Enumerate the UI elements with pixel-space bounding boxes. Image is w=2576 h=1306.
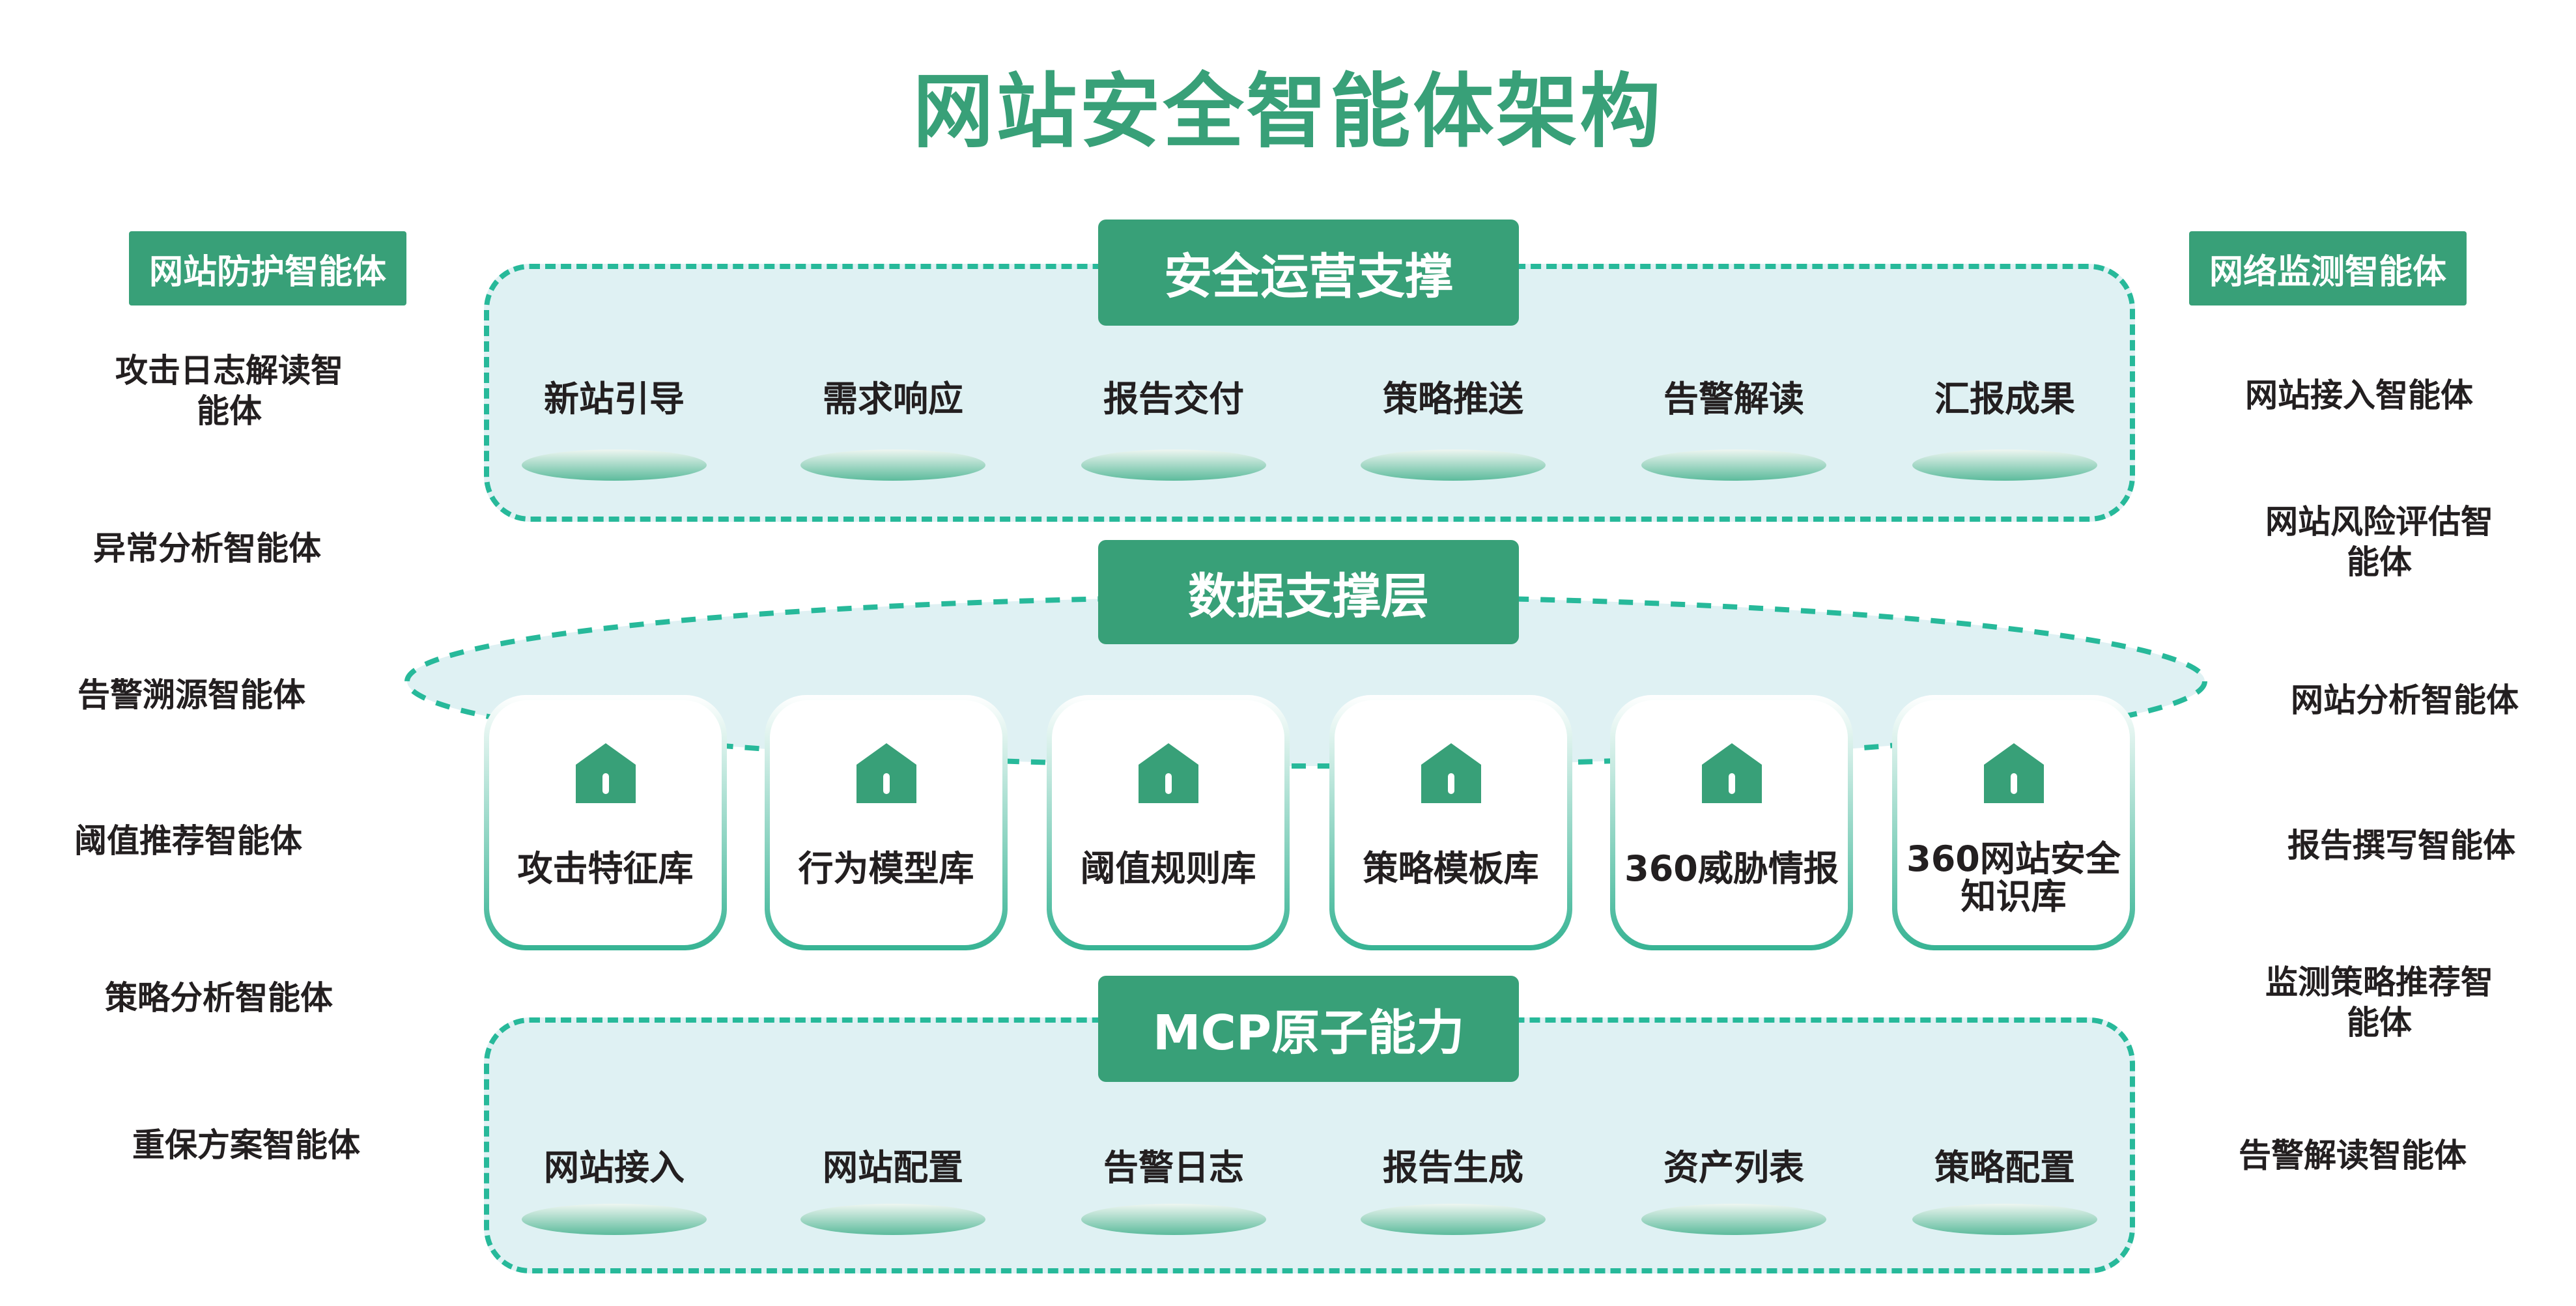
right-item-alert: 告警解读智能体 <box>2239 1137 2467 1174</box>
card-label: 攻击特征库 <box>517 848 694 889</box>
right-header: 网络监测智能体 <box>2189 231 2467 305</box>
mcp-item: 策略配置 <box>1934 1147 2075 1188</box>
left-item-threshold: 阈值推荐智能体 <box>74 822 302 860</box>
data-card-strategy-templates: 策略模板库 <box>1329 695 1572 950</box>
ops-item: 汇报成果 <box>1934 378 2075 419</box>
pedestal <box>800 1204 985 1235</box>
data-card-knowledge-base: 360网站安全知识库 <box>1892 695 2135 950</box>
left-item-trace: 告警溯源智能体 <box>78 676 305 714</box>
ops-item: 新站引导 <box>544 378 685 419</box>
right-item-analysis: 网站分析智能体 <box>2291 681 2519 719</box>
pedestal <box>522 449 707 481</box>
pedestal <box>522 1204 707 1235</box>
line: 知识库 <box>1960 876 2067 917</box>
mcp-item: 报告生成 <box>1383 1147 1523 1188</box>
card-label: 360威胁情报 <box>1624 848 1839 889</box>
mcp-item: 网站接入 <box>544 1147 685 1188</box>
mcp-item: 网站配置 <box>823 1147 963 1188</box>
ops-item: 需求响应 <box>823 378 963 419</box>
card-label: 策略模板库 <box>1363 848 1539 889</box>
line: 能体 <box>197 392 262 430</box>
house-icon <box>1421 743 1481 803</box>
right-item-risk: 网站风险评估智能体 <box>2265 502 2493 582</box>
right-item-onboard: 网站接入智能体 <box>2245 376 2473 414</box>
left-item-anomaly: 异常分析智能体 <box>93 530 321 567</box>
pedestal <box>1361 449 1546 481</box>
house-icon <box>1701 743 1762 803</box>
right-item-report: 报告撰写智能体 <box>2287 827 2515 864</box>
ops-item: 策略推送 <box>1383 378 1523 419</box>
left-item-attack-log: 攻击日志解读智能体 <box>115 350 343 431</box>
ops-item: 报告交付 <box>1103 378 1244 419</box>
data-card-threat-intel: 360威胁情报 <box>1610 695 1853 950</box>
card-label: 行为模型库 <box>798 848 974 889</box>
ops-label: 安全运营支撑 <box>1098 220 1519 326</box>
mcp-item: 资产列表 <box>1663 1147 1804 1188</box>
line: 能体 <box>2347 543 2412 581</box>
line: 攻击日志解读智 <box>115 352 343 390</box>
line: 网站风险评估智 <box>2265 503 2493 541</box>
pedestal <box>800 449 985 481</box>
pedestal <box>1081 449 1266 481</box>
house-icon <box>856 743 916 803</box>
ops-item: 告警解读 <box>1663 378 1804 419</box>
card-label: 360网站安全知识库 <box>1897 840 2130 916</box>
pedestal <box>1641 449 1826 481</box>
mcp-label: MCP原子能力 <box>1098 976 1519 1082</box>
pedestal <box>1912 1204 2097 1235</box>
house-icon <box>1138 743 1198 803</box>
pedestal <box>1641 1204 1826 1235</box>
card-label: 阈值规则库 <box>1080 848 1256 889</box>
house-icon <box>575 743 636 803</box>
mcp-item: 告警日志 <box>1103 1147 1244 1188</box>
data-card-behavior-models: 行为模型库 <box>765 695 1008 950</box>
pedestal <box>1361 1204 1546 1235</box>
page-title: 网站安全智能体架构 <box>913 65 1663 159</box>
pedestal <box>1912 449 2097 481</box>
right-item-monitor-strategy: 监测策略推荐智能体 <box>2265 962 2493 1043</box>
data-card-attack-signatures: 攻击特征库 <box>484 695 727 950</box>
pedestal <box>1081 1204 1266 1235</box>
house-icon <box>1983 743 2044 803</box>
line: 能体 <box>2347 1004 2412 1042</box>
line: 360网站安全 <box>1906 838 2121 879</box>
left-item-protection-plan: 重保方案智能体 <box>132 1126 360 1164</box>
left-header: 网站防护智能体 <box>129 231 406 305</box>
left-item-strategy: 策略分析智能体 <box>105 979 333 1017</box>
line: 监测策略推荐智 <box>2265 963 2493 1001</box>
data-layer-label: 数据支撑层 <box>1098 540 1519 644</box>
data-card-threshold-rules: 阈值规则库 <box>1047 695 1290 950</box>
